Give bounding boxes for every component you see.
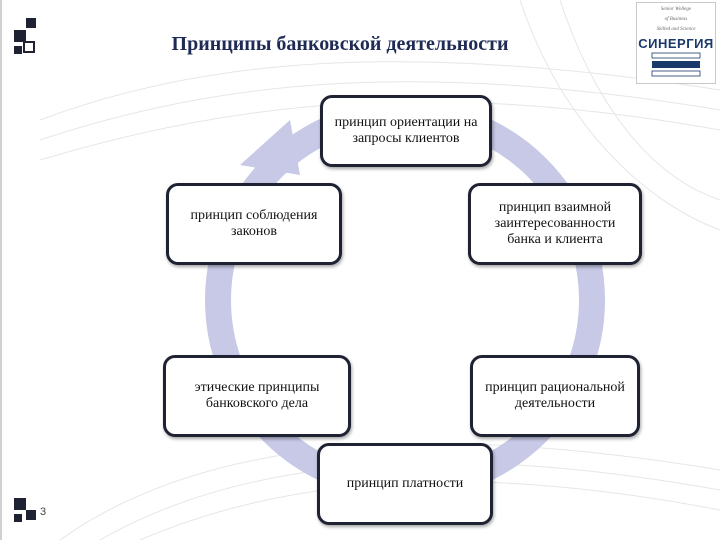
principle-upper-right-label: принцип взаимной заинтересованности банк…	[494, 200, 616, 247]
principle-lower-right-label: принцип рациональной деятельности	[485, 380, 625, 411]
logo-name: СИНЕРГИЯ	[638, 36, 714, 51]
principle-lower-right: принцип рациональной деятельности	[470, 355, 640, 437]
logo-small-text-3: Skilled and Science	[656, 27, 696, 32]
page-number: 3	[40, 506, 47, 518]
principle-lower-left-label: этические принципы банковского дела	[194, 380, 320, 411]
principle-top: принцип ориентации на запросы клиентов	[320, 95, 492, 167]
principle-lower-left: этические принципы банковского дела	[163, 355, 351, 437]
slide-title: Принципы банковской деятельности	[171, 33, 509, 55]
decorative-squares-left	[0, 0, 36, 540]
principle-top-label: принцип ориентации на запросы клиентов	[334, 115, 478, 146]
synergy-logo: Senior Wollege of Business Skilled and S…	[636, 2, 716, 84]
logo-emblem-icon	[651, 52, 701, 77]
principle-bottom-label: принцип платности	[346, 476, 464, 491]
principle-upper-left-label: принцип соблюдения законов	[190, 208, 318, 239]
logo-small-text-1: Senior Wollege	[660, 7, 692, 12]
principle-upper-left: принцип соблюдения законов	[166, 183, 342, 265]
logo-small-text-2: of Business	[664, 17, 688, 22]
principle-bottom: принцип платности	[317, 443, 493, 525]
principle-upper-right: принцип взаимной заинтересованности банк…	[468, 183, 642, 265]
